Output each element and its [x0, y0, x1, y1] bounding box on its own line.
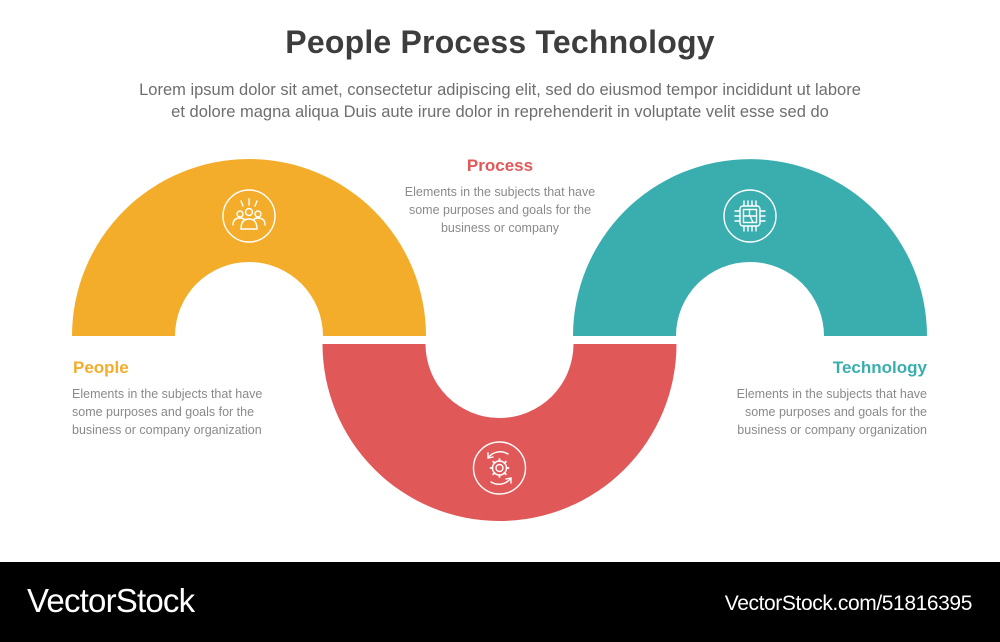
subtitle-line-1: Lorem ipsum dolor sit amet, consectetur …: [139, 81, 861, 99]
desc-line: some purposes and goals for the: [408, 203, 592, 217]
people-group-icon: [222, 189, 276, 243]
desc-line: Elements in the subjects that have: [736, 387, 927, 401]
chip-icon: [723, 189, 777, 243]
desc-line: some purposes and goals for the: [72, 405, 255, 419]
desc-line: Elements in the subjects that have: [404, 185, 596, 199]
gear-cycle-icon: [472, 441, 527, 495]
people-description: Elements in the subjects that have some …: [72, 385, 312, 439]
process-label: Process: [466, 156, 534, 175]
subtitle: Lorem ipsum dolor sit amet, consectetur …: [40, 79, 960, 123]
wave-diagram: [72, 159, 927, 521]
people-label: People: [73, 358, 129, 377]
footer-bar: VectorStock VectorStock.com/51816395: [0, 562, 1000, 642]
people-arc: [72, 159, 426, 336]
desc-line: Elements in the subjects that have: [72, 387, 263, 401]
desc-line: some purposes and goals for the: [744, 405, 927, 419]
desc-line: business or company organization: [72, 423, 262, 437]
technology-description: Elements in the subjects that have some …: [687, 385, 927, 439]
footer-url: VectorStock.com/51816395: [724, 592, 973, 615]
desc-line: business or company: [440, 221, 560, 235]
process-arc: [322, 344, 677, 521]
page-title: People Process Technology: [285, 24, 715, 60]
footer-brand: VectorStock: [27, 582, 195, 619]
technology-arc: [573, 159, 927, 336]
process-description: Elements in the subjects that have some …: [380, 183, 620, 237]
desc-line: business or company organization: [737, 423, 927, 437]
subtitle-line-2: et dolore magna aliqua Duis aute irure d…: [171, 103, 829, 121]
technology-label: Technology: [832, 358, 927, 377]
